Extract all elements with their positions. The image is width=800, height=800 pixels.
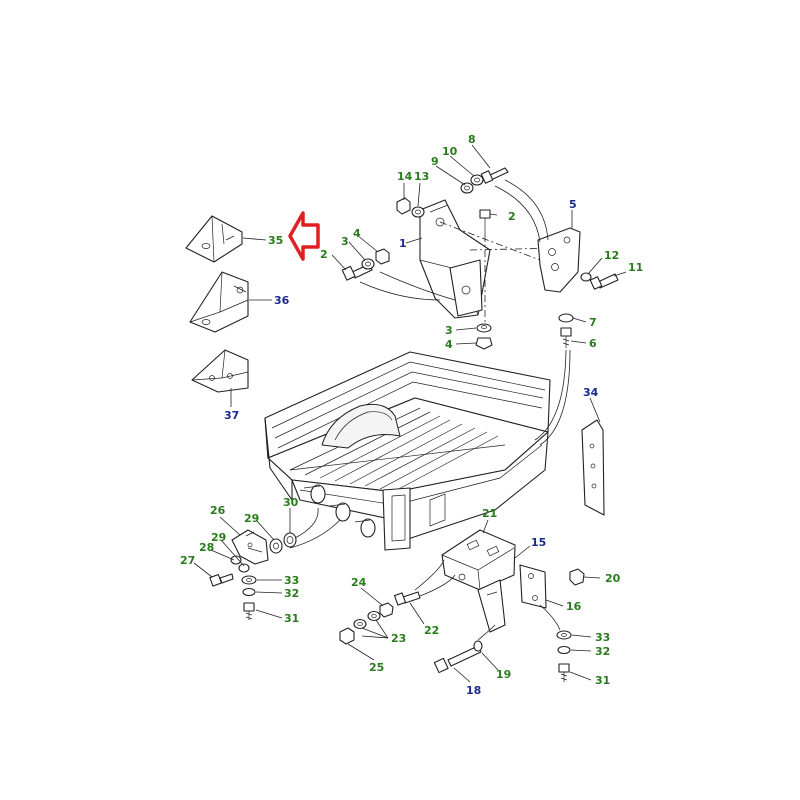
bolt-11-icon: [589, 273, 619, 290]
callout-14: 14: [397, 170, 413, 183]
bracket-37: [191, 349, 249, 393]
callout-leaders: [193, 144, 627, 683]
callout-20: 20: [605, 572, 621, 585]
callout-37: 37: [224, 409, 239, 422]
callout-4: 4: [445, 338, 453, 351]
callout-26: 26: [210, 504, 226, 517]
side-panel-34: [581, 419, 605, 516]
callout-2: 2: [508, 210, 516, 223]
mounting-bracket-26: [209, 507, 341, 620]
callout-29: 29: [244, 512, 259, 525]
callout-12: 12: [604, 249, 619, 262]
callout-labels: 1 2 2 3 3 4 4 5 6 7 8 9 10 11 12 13 14 1…: [180, 133, 643, 697]
callout-30: 30: [283, 496, 299, 509]
callout-9: 9: [431, 155, 439, 168]
callout-35: 35: [268, 234, 283, 247]
callout-21: 21: [482, 507, 497, 520]
highlight-arrow-icon: [288, 211, 320, 261]
bolt-8-icon: [480, 167, 509, 184]
callout-32: 32: [284, 587, 299, 600]
callout-27: 27: [180, 554, 195, 567]
callout-3: 3: [341, 235, 349, 248]
callout-32: 32: [595, 645, 610, 658]
callout-36: 36: [274, 294, 290, 307]
bracket-36: [189, 271, 249, 333]
callout-31: 31: [595, 674, 610, 687]
callout-18: 18: [466, 684, 481, 697]
callout-2: 2: [320, 248, 328, 261]
pickup-bed: [264, 351, 551, 551]
callout-34: 34: [583, 386, 599, 399]
callout-23: 23: [391, 632, 406, 645]
rear-mounting-bracket-21: [339, 529, 585, 682]
callout-6: 6: [589, 337, 597, 350]
callout-25: 25: [369, 661, 384, 674]
callout-24: 24: [351, 576, 367, 589]
callout-10: 10: [442, 145, 458, 158]
callout-7: 7: [589, 316, 597, 329]
callout-33: 33: [284, 574, 299, 587]
callout-11: 11: [628, 261, 643, 274]
front-mounting-bracket: [341, 167, 619, 446]
callout-22: 22: [424, 624, 439, 637]
callout-19: 19: [496, 668, 511, 681]
callout-5: 5: [569, 198, 577, 211]
callout-33: 33: [595, 631, 610, 644]
callout-15: 15: [531, 536, 546, 549]
callout-1: 1: [399, 237, 407, 250]
callout-13: 13: [414, 170, 429, 183]
callout-29: 29: [211, 531, 226, 544]
callout-16: 16: [566, 600, 582, 613]
callout-31: 31: [284, 612, 299, 625]
bracket-35: [185, 215, 243, 263]
callout-28: 28: [199, 541, 214, 554]
callout-4: 4: [353, 227, 361, 240]
callout-8: 8: [468, 133, 476, 146]
callout-3: 3: [445, 324, 453, 337]
